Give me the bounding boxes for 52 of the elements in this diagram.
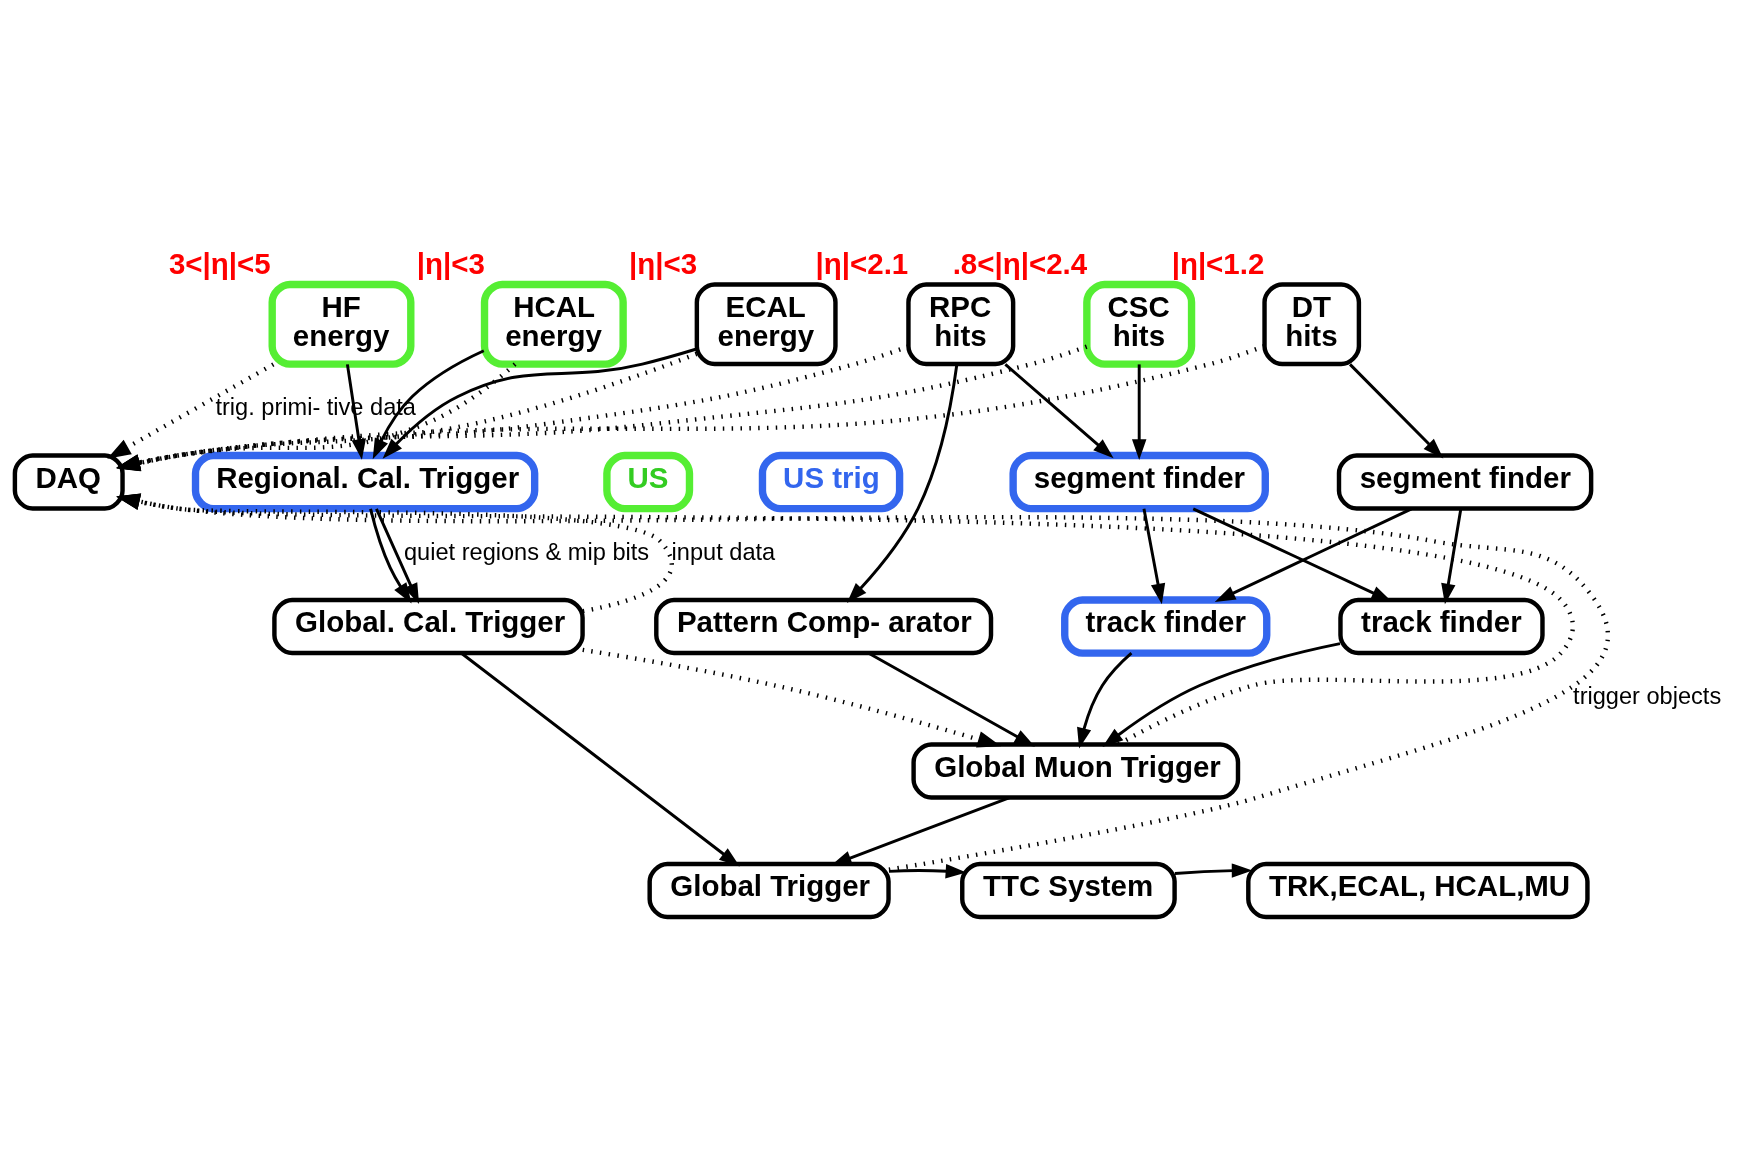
- node-box: RPC hits: [905, 282, 1015, 367]
- node-box: CSC hits: [1082, 280, 1195, 368]
- node-box: segment finder: [1008, 451, 1269, 513]
- arrow: [1440, 508, 1462, 605]
- arrow: [115, 493, 1575, 747]
- node-label: .8<|η|<2.4: [952, 247, 1087, 281]
- node-box: Global Muon Trigger: [910, 742, 1240, 800]
- arrow: [115, 493, 674, 614]
- arrow: [106, 362, 274, 459]
- node-label: |η|<2.1: [815, 247, 908, 281]
- node-label: |η|<3: [416, 247, 485, 281]
- node-box: US trig: [758, 451, 903, 513]
- node-box: track finder: [1337, 597, 1545, 656]
- node-box: Regional. Cal. Trigger: [191, 451, 538, 513]
- arrow: [581, 647, 1001, 748]
- arrow: [1214, 507, 1412, 602]
- arrow: [1101, 642, 1340, 748]
- edge-label: quiet regions & mip bits: [403, 538, 649, 565]
- arrow: [382, 347, 697, 459]
- node-box: US: [602, 451, 693, 513]
- arrow: [374, 508, 419, 605]
- node-box: DT hits: [1261, 282, 1361, 367]
- arrow: [867, 652, 1035, 747]
- arrow: [846, 364, 958, 603]
- node-box: track finder: [1060, 596, 1270, 657]
- node-box: segment finder: [1336, 453, 1593, 511]
- edge-label: trigger objects: [1572, 683, 1721, 710]
- arrow: [345, 364, 366, 460]
- node-box: DAQ: [12, 453, 125, 511]
- node-label: |η|<3: [628, 247, 697, 281]
- node-box: Global Trigger: [646, 861, 891, 920]
- arrow: [368, 508, 412, 604]
- arrow: [372, 349, 484, 460]
- arrow: [1174, 863, 1252, 878]
- node-label: 3<|η|<5: [168, 247, 271, 281]
- arrow: [1003, 363, 1114, 459]
- edge-label: input data: [671, 538, 775, 565]
- arrow: [1131, 364, 1146, 460]
- node-box: ECAL energy: [694, 282, 838, 367]
- node-box: Global. Cal. Trigger: [271, 597, 585, 656]
- node-box: HF energy: [268, 280, 414, 368]
- arrow: [1142, 508, 1165, 605]
- arrow: [1076, 652, 1132, 749]
- arrow: [460, 652, 740, 867]
- arrow: [888, 863, 966, 879]
- arrow: [115, 493, 1609, 872]
- node-box: TRK,ECAL, HCAL,MU: [1245, 861, 1590, 920]
- node-label: |η|<1.2: [1171, 247, 1264, 281]
- node-box: HCAL energy: [480, 280, 627, 368]
- node-box: TTC System: [959, 861, 1177, 920]
- arrow: [1348, 363, 1443, 459]
- node-box: Pattern Comp- arator: [653, 597, 993, 656]
